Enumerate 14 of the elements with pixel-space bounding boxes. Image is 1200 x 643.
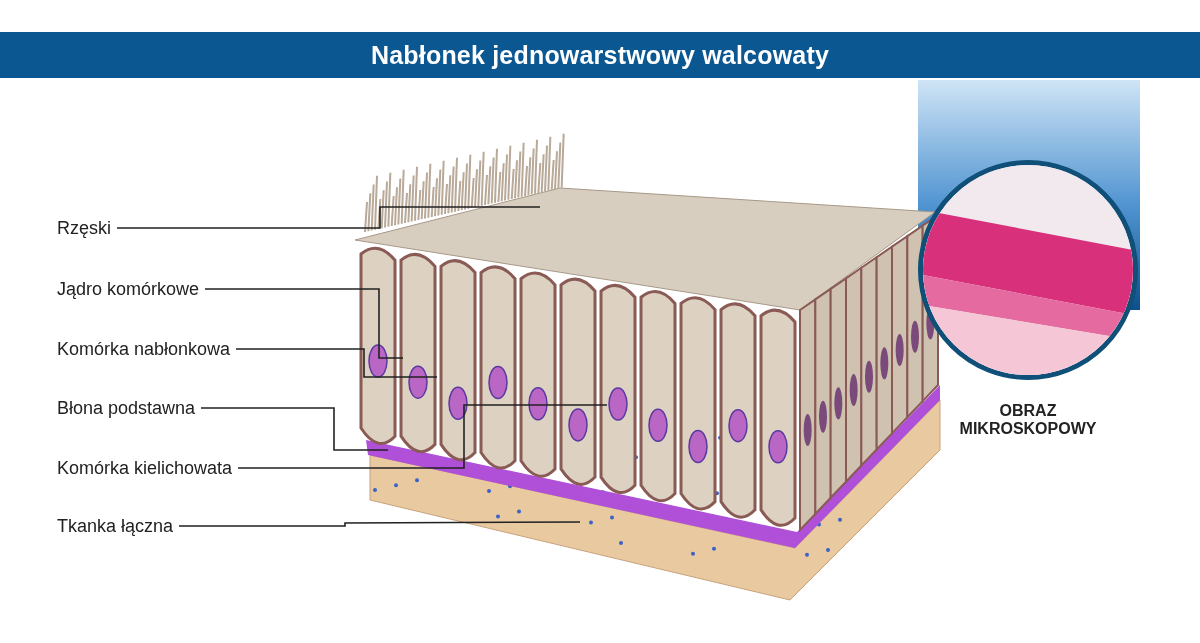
part-label: Komórka kielichowata (57, 459, 233, 477)
leader-line (235, 348, 438, 378)
leader-line (116, 206, 541, 229)
leader-line (200, 407, 389, 451)
leader-line (237, 404, 608, 469)
part-label: Jądro komórkowe (57, 280, 200, 298)
part-label: Tkanka łączna (57, 517, 174, 535)
part-label: Komórka nabłonkowa (57, 340, 231, 358)
part-label: Rzęski (57, 219, 111, 237)
title: Nabłonek jednowarstwowy walcowaty (370, 40, 830, 70)
micrograph-caption: OBRAZ MIKROSKOPOWY (958, 402, 1098, 439)
leader-line (178, 521, 581, 527)
part-label: Błona podstawna (57, 399, 196, 417)
leader-line (204, 288, 404, 359)
